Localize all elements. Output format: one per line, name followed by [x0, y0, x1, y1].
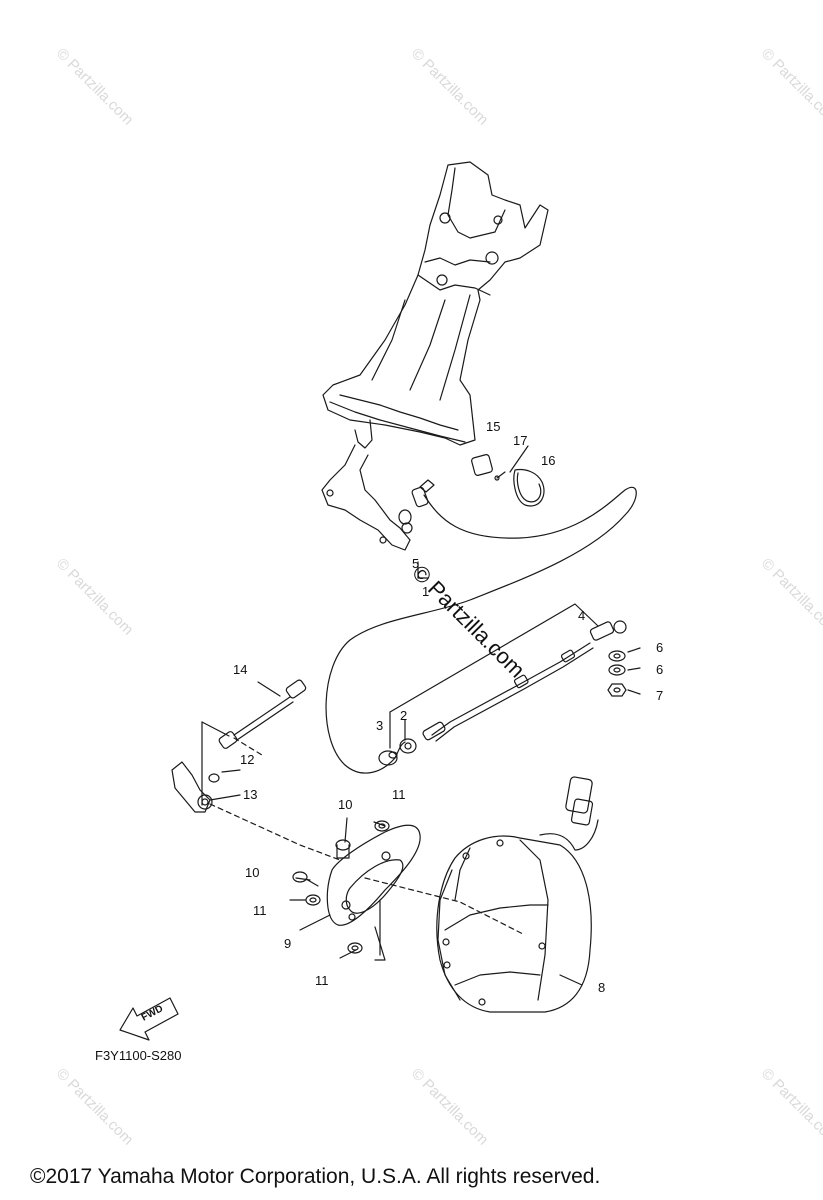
callout-2: 2 [400, 708, 408, 723]
part-9-gasket-plate [327, 825, 420, 925]
part-13-lever [172, 762, 219, 812]
callout-5: 5 [412, 556, 420, 571]
fwd-arrow-icon [120, 998, 178, 1040]
callout-10a: 10 [338, 797, 353, 812]
upper-frame-bracket [322, 162, 548, 550]
callout-14: 14 [233, 662, 248, 677]
callout-9: 9 [284, 936, 292, 951]
part-5-fitting [399, 510, 412, 533]
callout-12: 12 [240, 752, 255, 767]
callout-15: 15 [486, 419, 501, 434]
bolts-and-nuts [293, 821, 389, 953]
callout-16: 16 [541, 453, 556, 468]
callout-4: 4 [578, 608, 586, 623]
callout-11b: 11 [253, 903, 267, 918]
collar-and-washer [379, 739, 416, 765]
part-4-rod-end [589, 621, 626, 641]
cable-2-rod [422, 643, 593, 741]
diagram-code: F3Y1100-S280 [95, 1048, 182, 1063]
callout-1: 1 [422, 584, 430, 599]
callout-11c: 11 [315, 973, 329, 988]
part-8-control-box [437, 776, 598, 1012]
assembly-guide-lines [210, 738, 525, 935]
part-14-link-rod [218, 679, 307, 750]
callout-10b: 10 [245, 865, 260, 880]
callout-13: 13 [243, 787, 258, 802]
callout-8: 8 [598, 980, 606, 995]
washers-and-nut [608, 651, 626, 696]
callout-17: 17 [513, 433, 528, 448]
copyright-notice: ©2017 Yamaha Motor Corporation, U.S.A. A… [30, 1165, 601, 1188]
leader-lines [202, 446, 640, 985]
callout-11a: 11 [392, 787, 406, 802]
clamp-assembly [471, 454, 544, 506]
callout-3: 3 [376, 718, 384, 733]
callout-7: 7 [656, 688, 664, 703]
cable-1 [326, 480, 636, 773]
callout-6b: 6 [656, 662, 664, 677]
callout-6a: 6 [656, 640, 664, 655]
